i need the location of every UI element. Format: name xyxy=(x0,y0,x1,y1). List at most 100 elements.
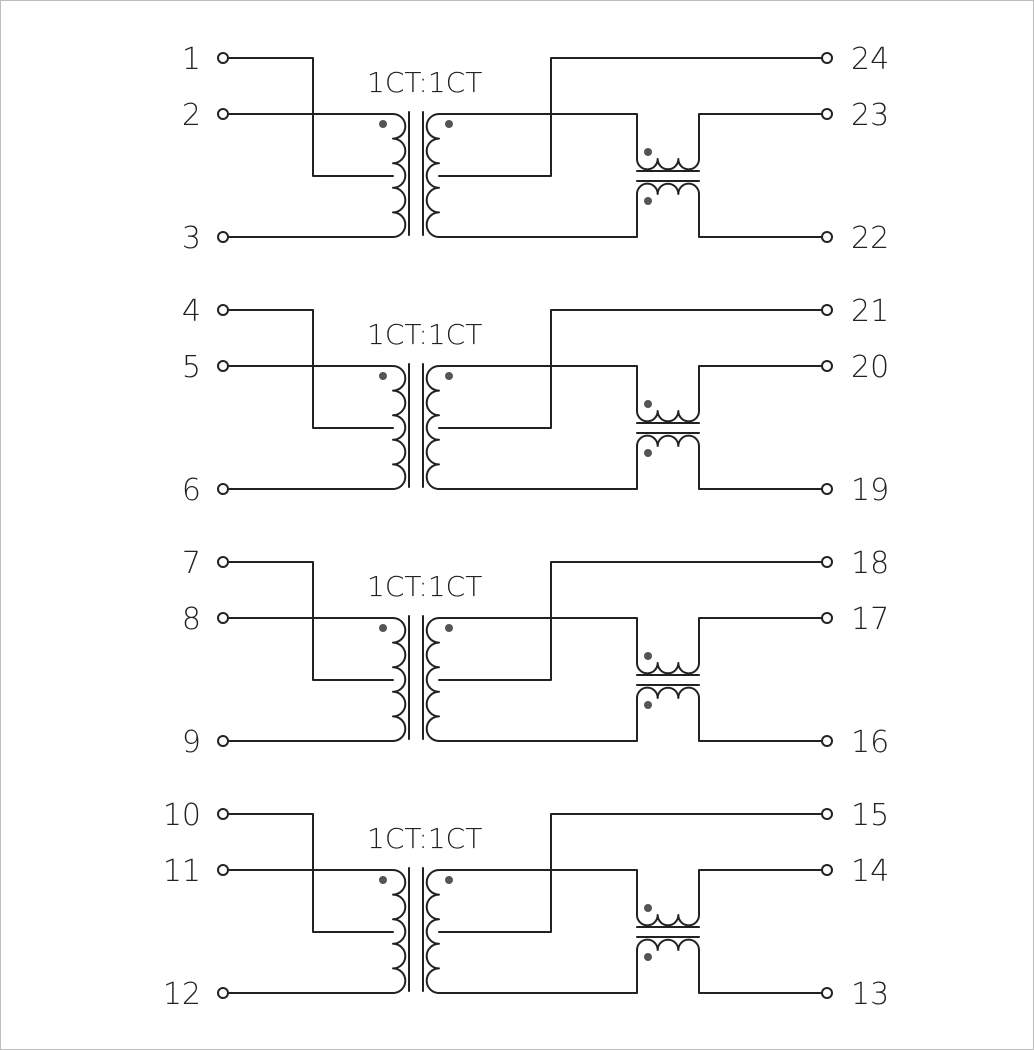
primary-winding xyxy=(392,869,407,994)
pin-number-label: 20 xyxy=(851,350,889,385)
pin-terminal xyxy=(217,987,229,999)
pin-number-label: 7 xyxy=(182,546,201,581)
pin-terminal xyxy=(217,360,229,372)
pin-terminal xyxy=(821,808,833,820)
choke-winding-bottom xyxy=(636,182,700,195)
polarity-dot xyxy=(644,400,652,408)
pin-terminal xyxy=(217,483,229,495)
primary-winding xyxy=(392,113,407,238)
primary-wire-top xyxy=(227,57,394,177)
pin-terminal xyxy=(821,735,833,747)
polarity-dot xyxy=(379,372,387,380)
primary-winding xyxy=(392,365,407,490)
pin-terminal xyxy=(821,231,833,243)
polarity-dot xyxy=(379,120,387,128)
primary-winding xyxy=(392,617,407,742)
secondary-wire-bottom xyxy=(438,445,638,490)
choke-output-bottom xyxy=(698,193,823,238)
pin-terminal xyxy=(821,304,833,316)
secondary-wire-ct xyxy=(438,309,823,429)
choke-output-bottom xyxy=(698,697,823,742)
secondary-wire-bottom xyxy=(438,193,638,238)
turns-ratio-label: 1CT:1CT xyxy=(367,318,482,351)
choke-output-top xyxy=(698,869,823,916)
pin-terminal xyxy=(217,231,229,243)
pin-number-label: 14 xyxy=(851,854,889,889)
pin-terminal xyxy=(217,735,229,747)
turns-ratio-label: 1CT:1CT xyxy=(367,66,482,99)
polarity-dot xyxy=(379,876,387,884)
choke-winding-top xyxy=(636,914,700,927)
pin-terminal xyxy=(821,483,833,495)
primary-wire-top xyxy=(227,813,394,933)
secondary-wire-bottom xyxy=(438,697,638,742)
pin-number-label: 21 xyxy=(851,294,889,329)
polarity-dot xyxy=(445,624,453,632)
pin-number-label: 23 xyxy=(851,98,889,133)
choke-output-top xyxy=(698,365,823,412)
choke-winding-bottom xyxy=(636,938,700,951)
pin-terminal xyxy=(217,108,229,120)
primary-wire-top xyxy=(227,309,394,429)
pin-number-label: 24 xyxy=(851,42,889,77)
secondary-wire-bottom xyxy=(438,949,638,994)
pin-number-label: 9 xyxy=(182,725,201,760)
choke-output-bottom xyxy=(698,445,823,490)
polarity-dot xyxy=(445,120,453,128)
pin-number-label: 17 xyxy=(851,602,889,637)
choke-winding-top xyxy=(636,410,700,423)
choke-output-top xyxy=(698,113,823,160)
pin-number-label: 15 xyxy=(851,798,889,833)
secondary-wire-ct xyxy=(438,57,823,177)
pin-terminal xyxy=(217,52,229,64)
pin-terminal xyxy=(821,556,833,568)
pin-terminal xyxy=(821,360,833,372)
secondary-wire-top xyxy=(438,869,638,916)
pin-terminal xyxy=(217,808,229,820)
polarity-dot xyxy=(644,148,652,156)
polarity-dot xyxy=(644,701,652,709)
pin-number-label: 12 xyxy=(163,977,201,1012)
polarity-dot xyxy=(644,904,652,912)
pin-number-label: 22 xyxy=(851,221,889,256)
secondary-wire-ct xyxy=(438,561,823,681)
pin-terminal xyxy=(821,987,833,999)
choke-winding-bottom xyxy=(636,686,700,699)
polarity-dot xyxy=(644,449,652,457)
pin-number-label: 19 xyxy=(851,473,889,508)
primary-wire-top xyxy=(227,561,394,681)
pin-terminal xyxy=(821,864,833,876)
secondary-winding xyxy=(425,365,440,490)
pin-terminal xyxy=(217,556,229,568)
secondary-winding xyxy=(425,869,440,994)
pin-terminal xyxy=(821,612,833,624)
secondary-wire-top xyxy=(438,617,638,664)
polarity-dot xyxy=(644,652,652,660)
secondary-wire-ct xyxy=(438,813,823,933)
pin-number-label: 3 xyxy=(182,221,201,256)
polarity-dot xyxy=(644,197,652,205)
pin-number-label: 2 xyxy=(182,98,201,133)
pin-terminal xyxy=(217,304,229,316)
secondary-wire-top xyxy=(438,113,638,160)
secondary-winding xyxy=(425,113,440,238)
pin-number-label: 10 xyxy=(163,798,201,833)
choke-output-top xyxy=(698,617,823,664)
pin-number-label: 4 xyxy=(182,294,201,329)
pin-terminal xyxy=(821,52,833,64)
pin-number-label: 1 xyxy=(182,42,201,77)
pin-number-label: 11 xyxy=(163,854,201,889)
pin-number-label: 13 xyxy=(851,977,889,1012)
choke-output-bottom xyxy=(698,949,823,994)
pin-number-label: 8 xyxy=(182,602,201,637)
secondary-wire-top xyxy=(438,365,638,412)
pin-terminal xyxy=(217,612,229,624)
secondary-winding xyxy=(425,617,440,742)
pin-number-label: 6 xyxy=(182,473,201,508)
transformer-channel: 1CT:1CT 1 24 2 23 3 22 xyxy=(182,42,889,256)
choke-winding-top xyxy=(636,158,700,171)
